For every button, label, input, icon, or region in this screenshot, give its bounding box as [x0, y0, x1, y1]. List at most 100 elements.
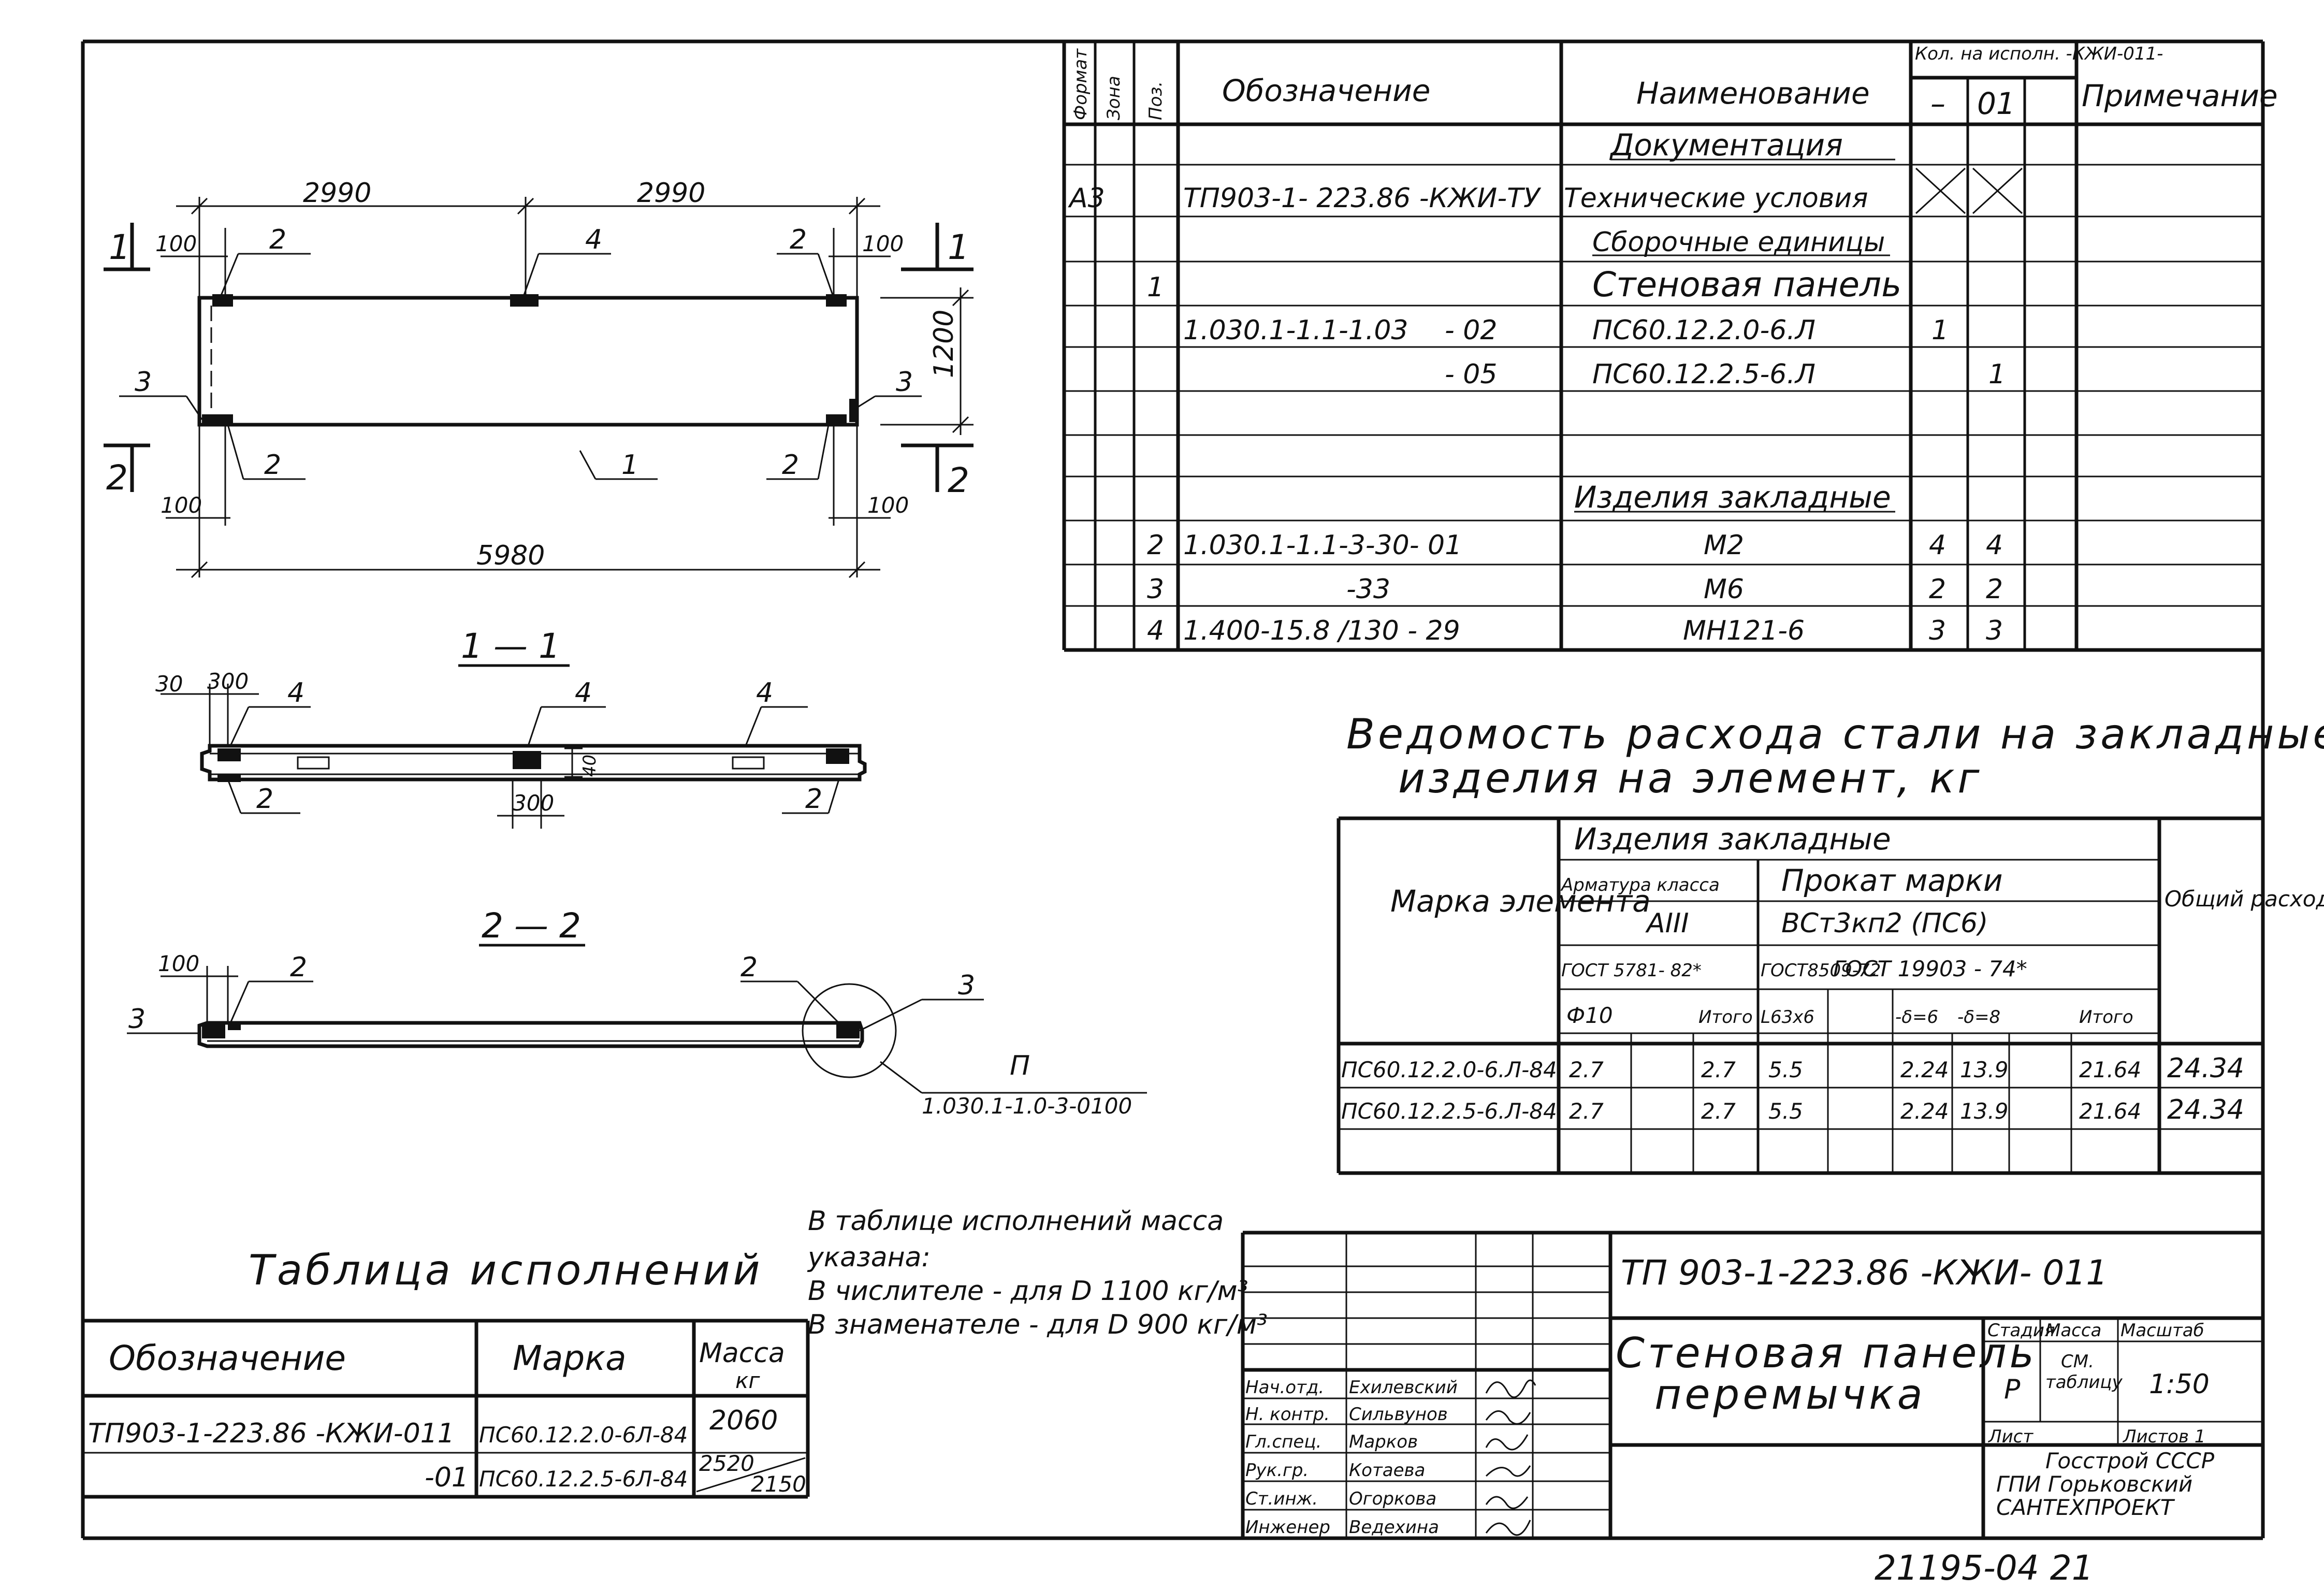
- sec-callout-4b: 4: [575, 677, 592, 709]
- stamp-h-mass: Масса: [2045, 1320, 2101, 1341]
- col-qty-group: Кол. на исполн. -КЖИ-011-: [1915, 44, 2163, 64]
- variants-h3a: Масса: [699, 1338, 785, 1369]
- stamp-title-2: перемычка: [1654, 1370, 1926, 1419]
- dim-off-tr: 100: [862, 231, 904, 256]
- section-2-2: 2 — 2 100 2 2 3 3 П 1.030.1-1.0-3-0100: [127, 906, 1147, 1119]
- col-designation: Обозначение: [1222, 73, 1430, 108]
- panel-plan: 2990 2990 100 100 100 100 5980 1200 1: [104, 178, 974, 579]
- section-2-2-title: 2 — 2: [482, 906, 581, 946]
- node-ref-num: П: [1010, 1050, 1030, 1081]
- stamp-mass-2: таблицу: [2045, 1372, 2123, 1393]
- stamp-role-4: Рук.гр.: [1245, 1460, 1309, 1481]
- stamp-role-2: Н. контр.: [1245, 1404, 1330, 1425]
- steel-sub-6: -δ=6: [1895, 1007, 1938, 1028]
- dim-seg2: 2990: [637, 178, 705, 209]
- section-1-1-title: 1 — 1: [461, 626, 560, 666]
- col-note: Примечание: [2082, 78, 2278, 113]
- stamp-name-2: Сильвунов: [1349, 1404, 1448, 1425]
- steel-r2-c9: 21.64: [2079, 1098, 2141, 1124]
- steel-r1-c9: 21.64: [2079, 1057, 2141, 1082]
- callout-2-top-left: 2: [269, 224, 286, 255]
- steel-r2-mark: ПС60.12.2.5-6.Л-84: [1341, 1098, 1557, 1124]
- sec2-dim-off: 100: [158, 951, 199, 976]
- row8-name: М6: [1704, 574, 1744, 605]
- stamp-sheet: Лист: [1987, 1426, 2034, 1447]
- steel-consumption: Ведомость расхода стали на закладные изд…: [1337, 710, 2324, 1175]
- steel-r1-total: 24.34: [2167, 1053, 2244, 1084]
- row1-format: А3: [1068, 183, 1105, 214]
- sec-callout-2a: 2: [256, 784, 273, 815]
- steel-sub-3: Итого: [1698, 1007, 1753, 1028]
- row4-qty1: 1: [1931, 315, 1949, 346]
- callout-2-bottom-left: 2: [264, 450, 281, 481]
- sec-callout-4c: 4: [756, 677, 773, 709]
- row5-qty2: 1: [1988, 359, 2006, 390]
- note-line-1: В таблице исполнений масса: [808, 1206, 1224, 1237]
- row8-pos: 3: [1147, 574, 1164, 605]
- callout-3-right: 3: [896, 367, 913, 398]
- callout-1: 1: [621, 450, 638, 481]
- variants-r2-mass-den: 2150: [751, 1471, 806, 1497]
- row9-name: МН121-6: [1683, 615, 1805, 646]
- sec-callout-4a: 4: [287, 677, 304, 709]
- steel-h-mark-1: Марка элемента: [1390, 884, 1651, 919]
- variants-h3b: кг: [735, 1368, 760, 1393]
- steel-r1-c3: 2.7: [1701, 1057, 1736, 1082]
- row7-name: М2: [1704, 530, 1744, 561]
- stamp-code: ТП 903-1-223.86 -КЖИ- 011: [1621, 1253, 2108, 1293]
- row4-name: ПС60.12.2.0-6.Л: [1592, 315, 1815, 346]
- col-name: Наименование: [1636, 76, 1870, 111]
- row1-designation: ТП903-1- 223.86 -КЖИ-ТУ: [1183, 183, 1542, 214]
- cut-mark-2-right: 2: [948, 460, 969, 500]
- stamp-h-scale: Масштаб: [2120, 1320, 2204, 1341]
- steel-r1-c7: 13.9: [1960, 1057, 2009, 1082]
- sec2-callout-3: 3: [958, 970, 975, 1001]
- row9-qty2: 3: [1986, 615, 2003, 646]
- steel-r1-c4: 5.5: [1768, 1057, 1803, 1082]
- stamp-name-5: Огоркова: [1349, 1488, 1436, 1509]
- sec-dim-b: 300: [207, 669, 249, 694]
- variants-r1-mass: 2060: [709, 1405, 778, 1436]
- callout-2-top-right: 2: [790, 224, 807, 255]
- node-ref: 1.030.1-1.0-3-0100: [922, 1093, 1132, 1119]
- row7-pos: 2: [1147, 530, 1164, 561]
- sheet-number: 21195-04 21: [1875, 1548, 2094, 1588]
- sec-callout-2b: 2: [805, 784, 822, 815]
- steel-h-total: Общий расход: [2165, 886, 2324, 912]
- steel-sub-4: L63x6: [1761, 1007, 1814, 1028]
- row8-qty2: 2: [1986, 574, 2003, 605]
- steel-sub-1: Ф10: [1566, 1003, 1613, 1028]
- stamp-mass-1: СМ.: [2061, 1351, 2094, 1372]
- specification-table: [1062, 41, 2263, 652]
- callout-3-left: 3: [135, 367, 152, 398]
- row2-name: Сборочные единицы: [1592, 227, 1885, 258]
- variants-r1-mark: ПС60.12.2.0-6Л-84: [479, 1422, 688, 1448]
- stamp-org-2: ГПИ Горьковский: [1996, 1471, 2192, 1497]
- stamp-role-1: Нач.отд.: [1245, 1377, 1324, 1398]
- steel-h-rebar-cls: АIII: [1645, 908, 1689, 939]
- note-line-4: В знаменателе - для D 900 кг/м³: [808, 1309, 1268, 1340]
- steel-h-rebar: Арматура класса: [1560, 875, 1720, 895]
- steel-h-rebar-gost: ГОСТ 5781- 82*: [1561, 960, 1702, 981]
- steel-title-1: Ведомость расхода стали на закладные: [1346, 710, 2324, 758]
- sec-dim-d: 40: [579, 755, 600, 777]
- steel-h-gost3: ГОСТ 19903 - 74*: [1833, 956, 2027, 981]
- row9-pos: 4: [1147, 615, 1164, 646]
- steel-r2-c6: 2.24: [1900, 1098, 1949, 1124]
- title-block: Нач.отд. Н. контр. Гл.спец. Рук.гр. Ст.и…: [1241, 1231, 2263, 1538]
- stamp-sheets: Листов 1: [2122, 1426, 2205, 1447]
- cut-mark-1-left: 1: [109, 227, 130, 267]
- signatures: [1485, 1379, 1536, 1536]
- col-zone: Зона: [1103, 76, 1124, 120]
- stamp-org-1: Госстрой СССР: [2045, 1448, 2215, 1473]
- row7-designation: 1.030.1-1.1-3-30- 01: [1183, 530, 1462, 561]
- sec2-callout-2b: 2: [740, 952, 758, 983]
- note-line-2: указана:: [807, 1242, 931, 1273]
- row8-qty1: 2: [1929, 574, 1946, 605]
- steel-r1-c1: 2.7: [1569, 1057, 1604, 1082]
- row3-pos: 1: [1147, 272, 1164, 303]
- row7-qty2: 4: [1986, 530, 2003, 561]
- row5-suffix: - 05: [1445, 359, 1497, 390]
- section-embedded: Изделия закладные: [1574, 480, 1891, 515]
